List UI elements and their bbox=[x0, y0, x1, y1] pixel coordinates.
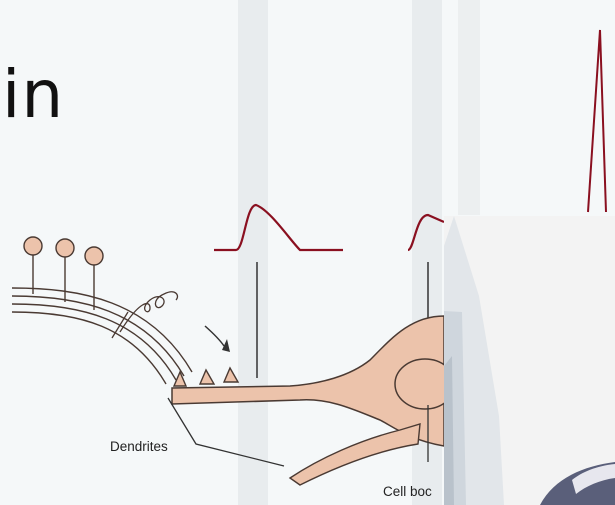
slide-title-fragment: in bbox=[2, 62, 64, 128]
arrow-icon bbox=[205, 326, 230, 352]
cell-body-label: Cell boc bbox=[383, 485, 432, 499]
action-potential-spike bbox=[588, 30, 606, 212]
background-stripe bbox=[238, 0, 268, 505]
synaptic-terminals bbox=[174, 368, 238, 386]
background-stripe bbox=[458, 0, 480, 215]
dendrite-bundle bbox=[12, 288, 192, 384]
lower-dendrite bbox=[290, 424, 420, 485]
dendrites-label: Dendrites bbox=[110, 440, 168, 454]
presenter-video bbox=[444, 216, 615, 505]
epsp-trace bbox=[214, 205, 343, 250]
presenter-video-frame bbox=[444, 216, 615, 505]
